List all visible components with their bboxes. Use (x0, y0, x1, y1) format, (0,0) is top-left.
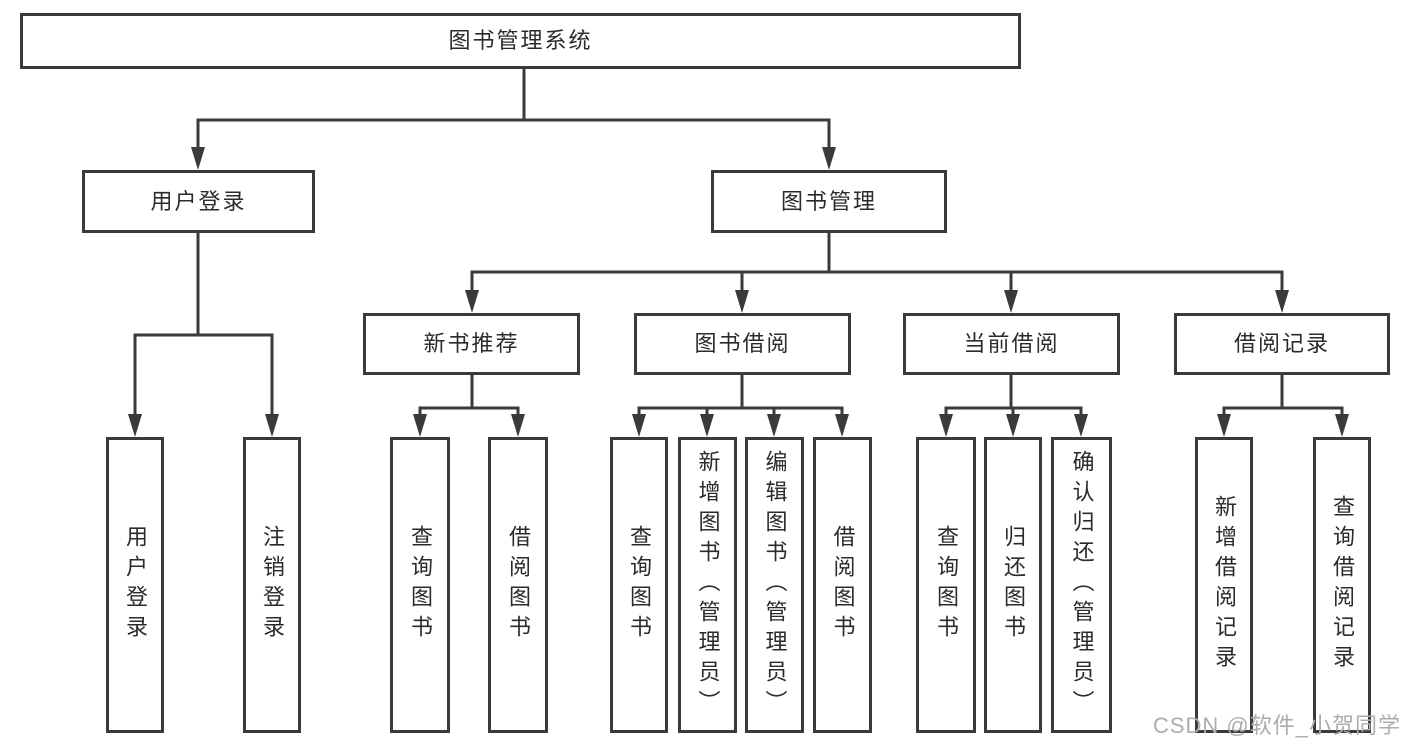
node-label: 新增图书（管理员） (695, 450, 721, 720)
leaf-return-books: 归还图书 (984, 437, 1042, 733)
node-label: 查询图书 (934, 525, 959, 645)
node-label: 图书借阅 (694, 331, 791, 356)
node-label: 查询借阅记录 (1330, 495, 1355, 675)
node-label: 注销登录 (260, 525, 285, 645)
leaf-add-borrow-record: 新增借阅记录 (1195, 437, 1253, 733)
node-current-borrowing: 当前借阅 (903, 313, 1120, 375)
node-label: 确认归还（管理员） (1069, 450, 1095, 720)
leaf-edit-books-admin: 编辑图书（管理员） (745, 437, 804, 733)
node-new-book-recommendation: 新书推荐 (363, 313, 580, 375)
node-label: 新书推荐 (423, 331, 520, 356)
node-label: 用户登录 (150, 188, 247, 214)
node-label: 查询图书 (627, 525, 652, 645)
node-label: 借阅记录 (1233, 331, 1330, 356)
leaf-query-books-2: 查询图书 (610, 437, 668, 733)
node-library-management-system: 图书管理系统 (20, 13, 1021, 69)
node-label: 查询图书 (408, 525, 433, 645)
watermark: CSDN @软件_小贺同学 (1152, 713, 1401, 738)
leaf-borrow-books-2: 借阅图书 (813, 437, 872, 733)
node-user-login: 用户登录 (82, 170, 315, 233)
leaf-user-login: 用户登录 (106, 437, 164, 733)
node-label: 编辑图书（管理员） (762, 450, 788, 720)
node-label: 图书管理 (780, 188, 877, 214)
node-label: 新增借阅记录 (1212, 495, 1237, 675)
leaf-query-books-1: 查询图书 (390, 437, 450, 733)
arrowheads (128, 147, 1349, 437)
node-label: 用户登录 (123, 525, 148, 645)
node-borrowing-records: 借阅记录 (1174, 313, 1390, 375)
leaf-logout: 注销登录 (243, 437, 301, 733)
leaf-query-books-3: 查询图书 (916, 437, 976, 733)
leaf-confirm-return-admin: 确认归还（管理员） (1051, 437, 1112, 733)
node-label: 归还图书 (1001, 525, 1026, 645)
node-book-borrowing: 图书借阅 (634, 313, 851, 375)
leaf-query-borrow-record: 查询借阅记录 (1313, 437, 1371, 733)
leaf-add-books-admin: 新增图书（管理员） (678, 437, 737, 733)
node-label: 图书管理系统 (448, 28, 593, 53)
leaf-borrow-books-1: 借阅图书 (488, 437, 548, 733)
node-label: 借阅图书 (506, 525, 531, 645)
node-label: 当前借阅 (963, 331, 1060, 356)
node-book-management: 图书管理 (711, 170, 947, 233)
node-label: 借阅图书 (830, 525, 856, 645)
